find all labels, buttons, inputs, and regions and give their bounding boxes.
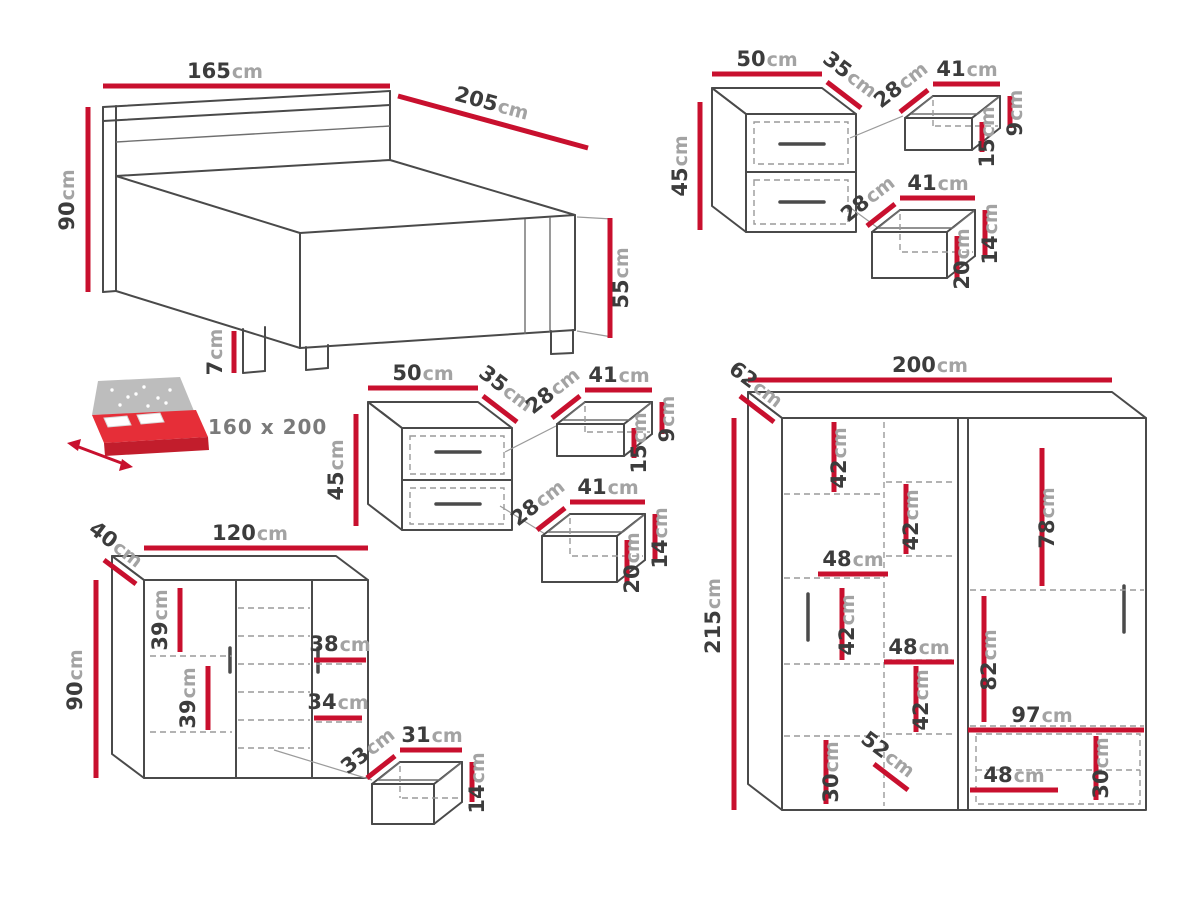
nightstand-center-drawer-bottom-front-height-label: 20cm xyxy=(620,532,644,593)
nightstand-right-drawer-bottom-width-label: 41cm xyxy=(907,171,968,195)
nightstand-center: 50cm 35cm 45cm 28cm 41cm 9cm xyxy=(324,360,679,593)
wardrobe-bottom-right-height-label: 30cm xyxy=(1089,737,1113,798)
wardrobe-left-middle-height-label: 42cm xyxy=(835,594,859,655)
bed-mattress-size-label: 160 x 200 xyxy=(208,415,327,439)
nightstand-center-drawer-top: 28cm 41cm 9cm 15cm xyxy=(521,363,679,474)
wardrobe-depth-label: 62cm xyxy=(725,356,788,412)
chest: 40cm 120cm 90cm 39cm 38cm 39cm 34cm xyxy=(63,516,489,825)
chest-drawer-width-label: 31cm xyxy=(401,723,462,747)
wardrobe-bottom-width-label: 97cm xyxy=(1011,703,1072,727)
nightstand-right-drawer-bottom-side-height-label: 14cm xyxy=(978,203,1002,264)
chest-height-label: 90cm xyxy=(63,649,87,710)
nightstand-right-drawer-bottom-front-height-label: 20cm xyxy=(950,228,974,289)
nightstand-center-drawer-bottom-side-height-label: 14cm xyxy=(648,507,672,568)
wardrobe-outline xyxy=(747,391,1147,811)
chest-lower-right-width-label: 34cm xyxy=(307,690,368,714)
bed: 165cm 205cm 90cm 55cm 7cm 160 x 200 xyxy=(55,59,633,471)
nightstand-center-height-label: 45cm xyxy=(324,439,348,500)
nightstand-right-depth-line xyxy=(825,80,863,110)
nightstand-center-outline xyxy=(367,401,557,535)
nightstand-right-drawer-top-width-label: 41cm xyxy=(936,57,997,81)
nightstand-center-drawer-bottom: 28cm 41cm 14cm 20cm xyxy=(506,475,672,594)
chest-width-label: 120cm xyxy=(212,521,288,545)
wardrobe-height-label: 215cm xyxy=(701,578,725,654)
nightstand-center-drawer-bottom-depth-line xyxy=(535,506,567,532)
nightstand-right-drawer-bottom-depth-line xyxy=(865,202,897,228)
bed-width-label: 165cm xyxy=(187,59,263,83)
wardrobe-right-section-height-label: 82cm xyxy=(977,629,1001,690)
nightstand-right-drawer-top: 28cm 41cm 9cm 15cm xyxy=(869,57,1027,168)
nightstand-center-drawer-top-width-label: 41cm xyxy=(588,363,649,387)
nightstand-right-drawer-top-side-height-label: 9cm xyxy=(1003,90,1027,137)
wardrobe-middle-upper-height-label: 42cm xyxy=(899,489,923,550)
nightstand-center-drawer-top-side-height-label: 9cm xyxy=(655,396,679,443)
bed-length-label: 205cm xyxy=(452,82,532,125)
nightstand-center-width-label: 50cm xyxy=(392,361,453,385)
wardrobe-bottom-left-height-label: 30cm xyxy=(819,741,843,802)
nightstand-center-drawer-bottom-width-label: 41cm xyxy=(577,475,638,499)
bed-outline xyxy=(102,90,613,374)
nightstand-center-drawer-top-front-height-label: 15cm xyxy=(627,412,651,473)
chest-depth-line xyxy=(102,558,138,586)
chest-upper-left-height-label: 39cm xyxy=(148,589,172,650)
nightstand-center-drawer-top-depth-line xyxy=(550,394,582,420)
bed-length-line xyxy=(397,93,589,151)
wardrobe-depth-line xyxy=(738,394,776,424)
wardrobe-left-shelf-width-label: 48cm xyxy=(822,547,883,571)
nightstand-right-height-label: 45cm xyxy=(668,135,692,196)
bed-leg-height-label: 7cm xyxy=(203,329,227,376)
chest-drawer-depth-line xyxy=(365,754,397,780)
nightstand-right-drawer-top-front-height-label: 15cm xyxy=(975,106,999,167)
chest-drawer: 33cm 31cm 14cm xyxy=(336,723,489,825)
wardrobe-middle-shelf-width-label: 48cm xyxy=(888,635,949,659)
bed-footboard-height-label: 55cm xyxy=(609,247,633,308)
chest-lower-left-height-label: 39cm xyxy=(176,667,200,728)
chest-depth-label: 40cm xyxy=(85,516,148,572)
wardrobe-upper-left-height-label: 42cm xyxy=(827,427,851,488)
wardrobe-bottom-depth-line xyxy=(872,762,910,792)
bed-mattress-icon xyxy=(67,377,209,471)
nightstand-right-outline xyxy=(711,87,904,233)
nightstand-right: 50cm 35cm 45cm 28cm 41cm 9cm xyxy=(668,46,1027,289)
bed-headboard-height-label: 90cm xyxy=(55,169,79,230)
nightstand-center-depth-line xyxy=(481,394,519,424)
wardrobe-hanging-height-label: 78cm xyxy=(1035,487,1059,548)
wardrobe-middle-lower-height-label: 42cm xyxy=(909,669,933,730)
nightstand-right-drawer-bottom: 28cm 41cm 14cm 20cm xyxy=(836,171,1002,290)
chest-drawer-height-label: 14cm xyxy=(465,752,489,813)
nightstand-right-drawer-top-depth-line xyxy=(898,88,930,114)
chest-upper-right-width-label: 38cm xyxy=(309,632,370,656)
nightstand-right-width-label: 50cm xyxy=(736,47,797,71)
wardrobe-width-label: 200cm xyxy=(892,353,968,377)
wardrobe-bottom-drawer-width-label: 48cm xyxy=(983,763,1044,787)
wardrobe: 200cm 62cm 215cm 42cm 42cm 78cm 48cm 42c… xyxy=(701,353,1147,811)
